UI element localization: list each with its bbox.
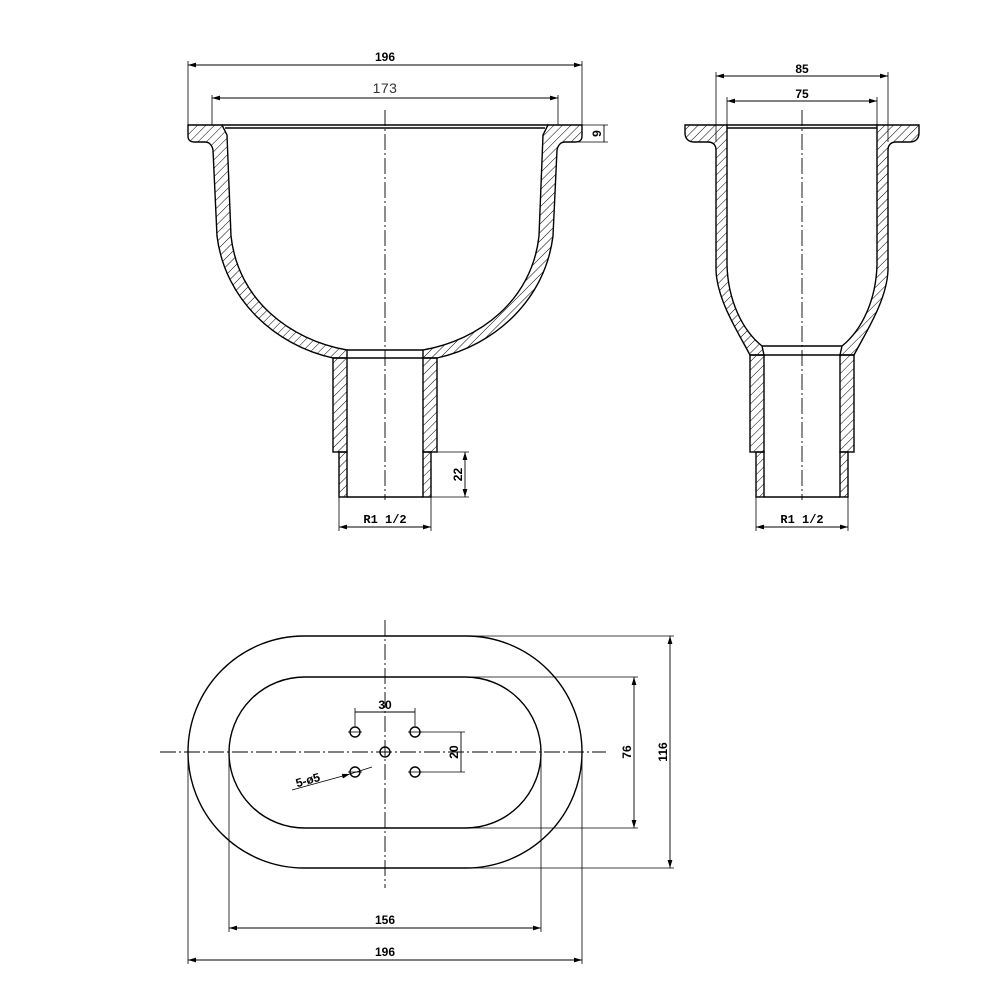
side-thread-wall-right (839, 451, 849, 498)
side-pipe-wall-right (839, 354, 855, 453)
front-thread-wall-left (338, 451, 348, 498)
side-dim-overall-width-label: 85 (795, 62, 809, 76)
front-shell-left (187, 124, 348, 359)
front-view: 196 173 9 22 R1 1/2 (187, 50, 608, 531)
top-dim-inner-width-label: 156 (375, 913, 395, 927)
front-dim-flange-label: 9 (590, 130, 604, 137)
side-dim-thread-label: R1 1/2 (780, 513, 823, 527)
side-shell-right (839, 124, 920, 356)
top-dim-hole-spacing-y-label: 20 (447, 745, 461, 759)
hole-group (348, 726, 422, 778)
side-view: 85 75 R1 1/2 (684, 62, 920, 531)
top-holes-leader-tail (349, 766, 373, 775)
front-pipe-wall-right (422, 357, 438, 453)
front-dim-inner-width-label: 173 (373, 80, 398, 96)
side-thread-wall-left (755, 451, 765, 498)
top-holes-label: 5-ø5 (294, 770, 322, 790)
top-dim-outer-width-label: 196 (375, 945, 395, 959)
top-dim-outer-height-label: 116 (656, 742, 670, 762)
top-view: 30 20 5-ø5 76 116 156 196 (160, 620, 674, 964)
side-dim-inner-width-label: 75 (795, 87, 809, 101)
front-dim-overall-width-label: 196 (375, 50, 395, 64)
side-shell-left (684, 124, 765, 356)
front-pipe-wall-left (332, 357, 348, 453)
top-dim-hole-spacing-x-label: 30 (378, 698, 392, 712)
top-dim-inner-height-label: 76 (620, 745, 634, 759)
front-dim-thread-label: R1 1/2 (363, 513, 406, 527)
front-thread-wall-right (422, 451, 432, 498)
front-dim-thread-length-label: 22 (451, 468, 465, 482)
side-pipe-wall-left (749, 354, 765, 453)
hole-center (379, 746, 391, 758)
top-holes-leader-arrow (291, 773, 351, 791)
